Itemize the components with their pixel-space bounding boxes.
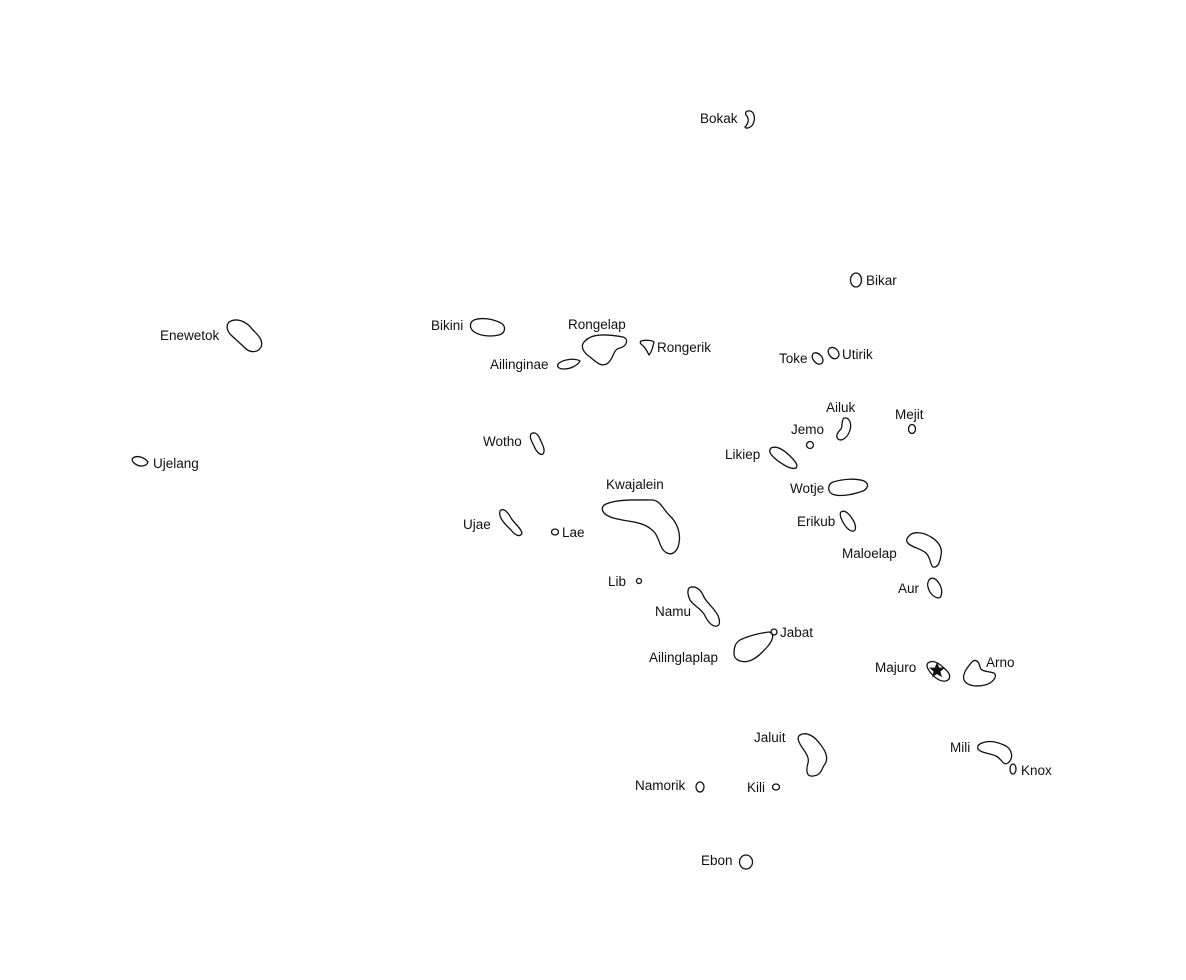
label-likiep: Likiep — [725, 447, 760, 462]
label-wotho: Wotho — [483, 434, 522, 449]
label-ujae: Ujae — [463, 517, 491, 532]
label-utirik: Utirik — [842, 347, 873, 362]
island-bokak: Bokak — [700, 110, 755, 129]
island-ailinglaplap: Ailinglaplap — [649, 631, 774, 665]
label-aur: Aur — [898, 581, 920, 596]
label-jaluit: Jaluit — [754, 730, 786, 745]
island-rongerik: Rongerik — [639, 339, 711, 356]
label-ujelang: Ujelang — [153, 456, 199, 471]
island-ailinginae: Ailinginae — [490, 357, 581, 372]
island-bikini: Bikini — [431, 317, 506, 337]
island-rongelap: Rongelap — [568, 317, 628, 366]
island-ujelang: Ujelang — [131, 455, 199, 471]
label-lib: Lib — [608, 574, 626, 589]
label-mili: Mili — [950, 740, 970, 755]
island-lib: Lib — [608, 574, 643, 589]
label-namu: Namu — [655, 604, 691, 619]
label-kwajalein: Kwajalein — [606, 477, 664, 492]
label-ailinginae: Ailinginae — [490, 357, 549, 372]
label-knox: Knox — [1021, 763, 1052, 778]
island-majuro: Majuro — [875, 660, 951, 682]
label-ailinglaplap: Ailinglaplap — [649, 650, 718, 665]
label-ailuk: Ailuk — [826, 400, 856, 415]
label-jemo: Jemo — [791, 422, 824, 437]
label-bokak: Bokak — [700, 111, 738, 126]
island-utirik: Utirik — [827, 346, 873, 362]
island-enewetok: Enewetok — [160, 319, 263, 353]
island-knox: Knox — [1009, 763, 1052, 778]
label-rongerik: Rongerik — [657, 340, 711, 355]
label-wotje: Wotje — [790, 481, 824, 496]
label-erikub: Erikub — [797, 514, 835, 529]
label-kili: Kili — [747, 780, 765, 795]
island-jemo: Jemo — [791, 422, 824, 450]
island-mejit: Mejit — [895, 407, 924, 435]
island-lae: Lae — [550, 525, 585, 540]
label-majuro: Majuro — [875, 660, 916, 675]
label-arno: Arno — [986, 655, 1015, 670]
label-bikar: Bikar — [866, 273, 897, 288]
island-kwajalein: Kwajalein — [601, 477, 681, 555]
label-rongelap: Rongelap — [568, 317, 626, 332]
island-namorik: Namorik — [635, 778, 705, 793]
island-wotho: Wotho — [483, 432, 545, 456]
island-wotje: Wotje — [790, 478, 869, 497]
island-kili: Kili — [747, 780, 781, 795]
label-enewetok: Enewetok — [160, 328, 220, 343]
label-bikini: Bikini — [431, 318, 463, 333]
island-ailuk: Ailuk — [826, 400, 856, 441]
island-aur: Aur — [898, 577, 943, 599]
label-jabat: Jabat — [780, 625, 813, 640]
island-jaluit: Jaluit — [754, 730, 828, 777]
island-ebon: Ebon — [701, 853, 754, 870]
label-maloelap: Maloelap — [842, 546, 897, 561]
island-namu: Namu — [655, 586, 721, 627]
label-mejit: Mejit — [895, 407, 924, 422]
island-likiep: Likiep — [725, 446, 798, 470]
island-arno: Arno — [962, 655, 1015, 687]
island-ujae: Ujae — [463, 508, 523, 537]
island-toke: Toke — [779, 351, 824, 366]
label-namorik: Namorik — [635, 778, 686, 793]
label-toke: Toke — [779, 351, 808, 366]
capital-star-icon — [929, 662, 945, 678]
island-bikar: Bikar — [849, 272, 897, 288]
island-erikub: Erikub — [797, 510, 857, 532]
label-ebon: Ebon — [701, 853, 733, 868]
island-mili: Mili — [950, 740, 1013, 765]
label-lae: Lae — [562, 525, 585, 540]
island-jabat: Jabat — [770, 625, 813, 640]
island-maloelap: Maloelap — [842, 532, 943, 568]
